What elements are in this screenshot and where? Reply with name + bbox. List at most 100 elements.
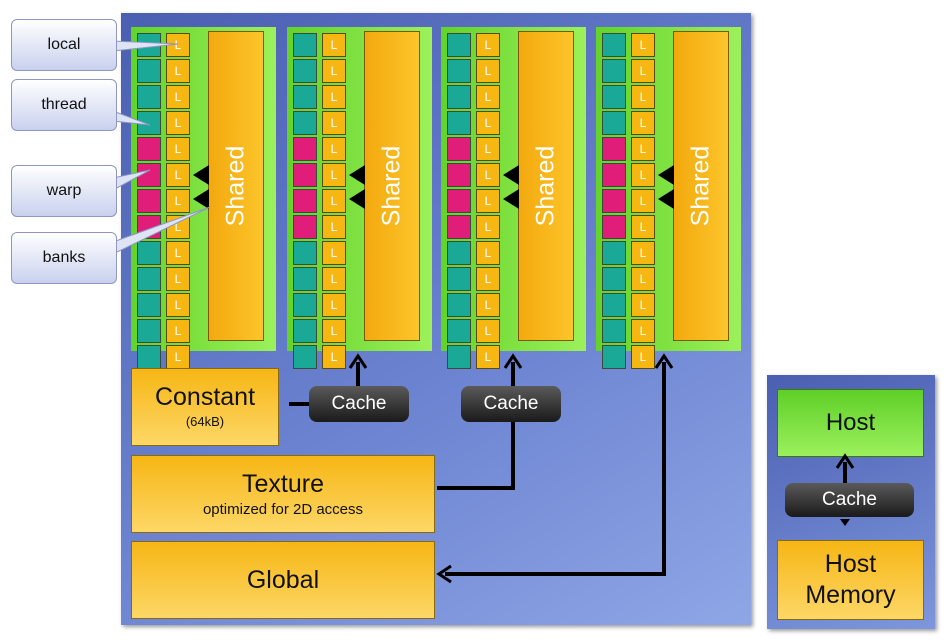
local-memory-cell: L (322, 189, 346, 213)
local-memory-cell: L (476, 189, 500, 213)
banks-callout: banks (11, 232, 117, 284)
thread-column (293, 33, 317, 371)
thread-cell (602, 293, 626, 317)
thread-cell (602, 319, 626, 343)
local-memory-cell: L (166, 267, 190, 291)
thread-cell (137, 267, 161, 291)
thread-callout: thread (11, 79, 117, 131)
local-memory-cell: L (631, 345, 655, 369)
local-memory-cell: L (476, 85, 500, 109)
thread-cell (293, 241, 317, 265)
local-callout-pointer (112, 40, 179, 52)
thread-cell (293, 267, 317, 291)
local-memory-cell: L (166, 293, 190, 317)
warp-callout-pointer (112, 169, 151, 191)
bank-arrow-icon (658, 165, 674, 185)
local-memory-cell: L (631, 293, 655, 317)
warp-thread-cell (447, 137, 471, 161)
warp-thread-cell (137, 137, 161, 161)
local-memory-cell: L (166, 163, 190, 187)
local-memory-cell: L (476, 319, 500, 343)
thread-cell (137, 59, 161, 83)
local-memory-cell: L (322, 33, 346, 57)
warp-thread-cell (447, 163, 471, 187)
local-memory-cell: L (322, 241, 346, 265)
shared-memory-block: Shared (518, 31, 574, 341)
thread-cell (137, 319, 161, 343)
thread-cell (293, 85, 317, 109)
thread-column (447, 33, 471, 371)
thread-cell (447, 85, 471, 109)
texture-subtitle: optimized for 2D access (202, 501, 364, 518)
local-memory-cell: L (631, 137, 655, 161)
thread-cell (293, 345, 317, 369)
thread-cell (602, 241, 626, 265)
host-memory-box: Host Memory (777, 540, 924, 620)
warp-thread-cell (602, 137, 626, 161)
bank-arrow-icon (349, 165, 365, 185)
constant-cache: Cache (309, 386, 409, 422)
local-memory-cell: L (631, 59, 655, 83)
arrow-head-icon (835, 453, 855, 469)
host-memory-label: Host Memory (805, 550, 896, 609)
bank-arrow-icon (503, 165, 519, 185)
local-memory-cell: L (476, 345, 500, 369)
thread-cell (293, 319, 317, 343)
local-memory-cell: L (631, 85, 655, 109)
shared-memory-block: Shared (673, 31, 729, 341)
constant-title: Constant (154, 383, 256, 411)
thread-cell (602, 267, 626, 291)
thread-callout-pointer (112, 110, 151, 126)
local-memory-cell: L (166, 241, 190, 265)
shared-memory-block: Shared (208, 31, 264, 341)
warp-callout: warp (11, 165, 117, 217)
thread-cell (602, 85, 626, 109)
thread-cell (447, 241, 471, 265)
local-callout: local (11, 19, 117, 71)
local-memory-cell: L (631, 319, 655, 343)
local-memory-cell: L (476, 241, 500, 265)
bank-access-arrows (193, 165, 209, 209)
warp-thread-cell (137, 189, 161, 213)
local-memory-cell: L (476, 111, 500, 135)
constant-size: (64kB) (185, 414, 225, 429)
shared-memory-block: Shared (364, 31, 420, 341)
local-memory-cell: L (631, 215, 655, 239)
local-memory-cell: L (166, 111, 190, 135)
thread-column (602, 33, 626, 371)
local-memory-cell: L (322, 345, 346, 369)
warp-thread-cell (447, 189, 471, 213)
local-memory-cell: L (166, 189, 190, 213)
warp-thread-cell (602, 163, 626, 187)
bank-arrow-icon (349, 189, 365, 209)
thread-cell (602, 33, 626, 57)
local-memory-cell: L (166, 33, 190, 57)
local-memory-cell: L (631, 163, 655, 187)
local-memory-cell: L (322, 293, 346, 317)
thread-cell (447, 293, 471, 317)
local-memory-cell: L (322, 215, 346, 239)
bank-access-arrows (658, 165, 674, 209)
arrow-head-icon (348, 353, 368, 369)
local-memory-cell: L (322, 111, 346, 135)
host-box: Host (777, 389, 924, 457)
local-memory-cell: L (166, 319, 190, 343)
local-memory-cell: L (322, 319, 346, 343)
thread-cell (137, 293, 161, 317)
global-memory-box: Global (131, 541, 435, 619)
bank-access-arrows (349, 165, 365, 209)
arrow-head-icon (436, 564, 452, 584)
warp-thread-cell (602, 215, 626, 239)
local-memory-cell: L (322, 267, 346, 291)
warp-thread-cell (293, 215, 317, 239)
thread-cell (293, 33, 317, 57)
thread-cell (293, 59, 317, 83)
texture-title: Texture (242, 470, 324, 498)
local-memory-cell: L (166, 345, 190, 369)
thread-cell (602, 345, 626, 369)
